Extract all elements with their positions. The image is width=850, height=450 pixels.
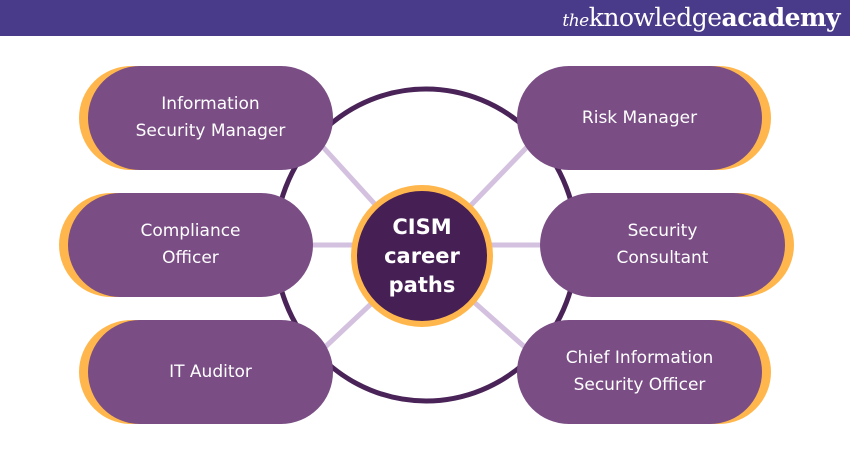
brand-logo[interactable]: theknowledgeacademy — [562, 2, 840, 37]
brand-main: knowledge — [588, 3, 722, 32]
center-hub: CISM career paths — [351, 185, 493, 327]
brand-prefix: the — [562, 11, 589, 31]
node-it-auditor[interactable]: IT Auditor — [88, 320, 333, 424]
node-compliance-officer[interactable]: Compliance Officer — [68, 193, 313, 297]
node-label: Information Security Manager — [135, 94, 286, 141]
node-label: Compliance Officer — [140, 221, 241, 268]
node-chief-information-security-officer[interactable]: Chief Information Security Officer — [517, 320, 762, 424]
node-risk-manager[interactable]: Risk Manager — [517, 66, 762, 170]
center-label: CISM career paths — [384, 214, 460, 297]
header-bar: theknowledgeacademy — [0, 0, 850, 36]
node-security-consultant[interactable]: Security Consultant — [540, 193, 785, 297]
node-information-security-manager[interactable]: Information Security Manager — [88, 66, 333, 170]
node-label: Chief Information Security Officer — [565, 348, 714, 395]
node-label: IT Auditor — [169, 361, 252, 382]
node-label: Security Consultant — [616, 221, 709, 268]
brand-suffix: academy — [721, 3, 841, 32]
node-label: Risk Manager — [581, 107, 698, 128]
